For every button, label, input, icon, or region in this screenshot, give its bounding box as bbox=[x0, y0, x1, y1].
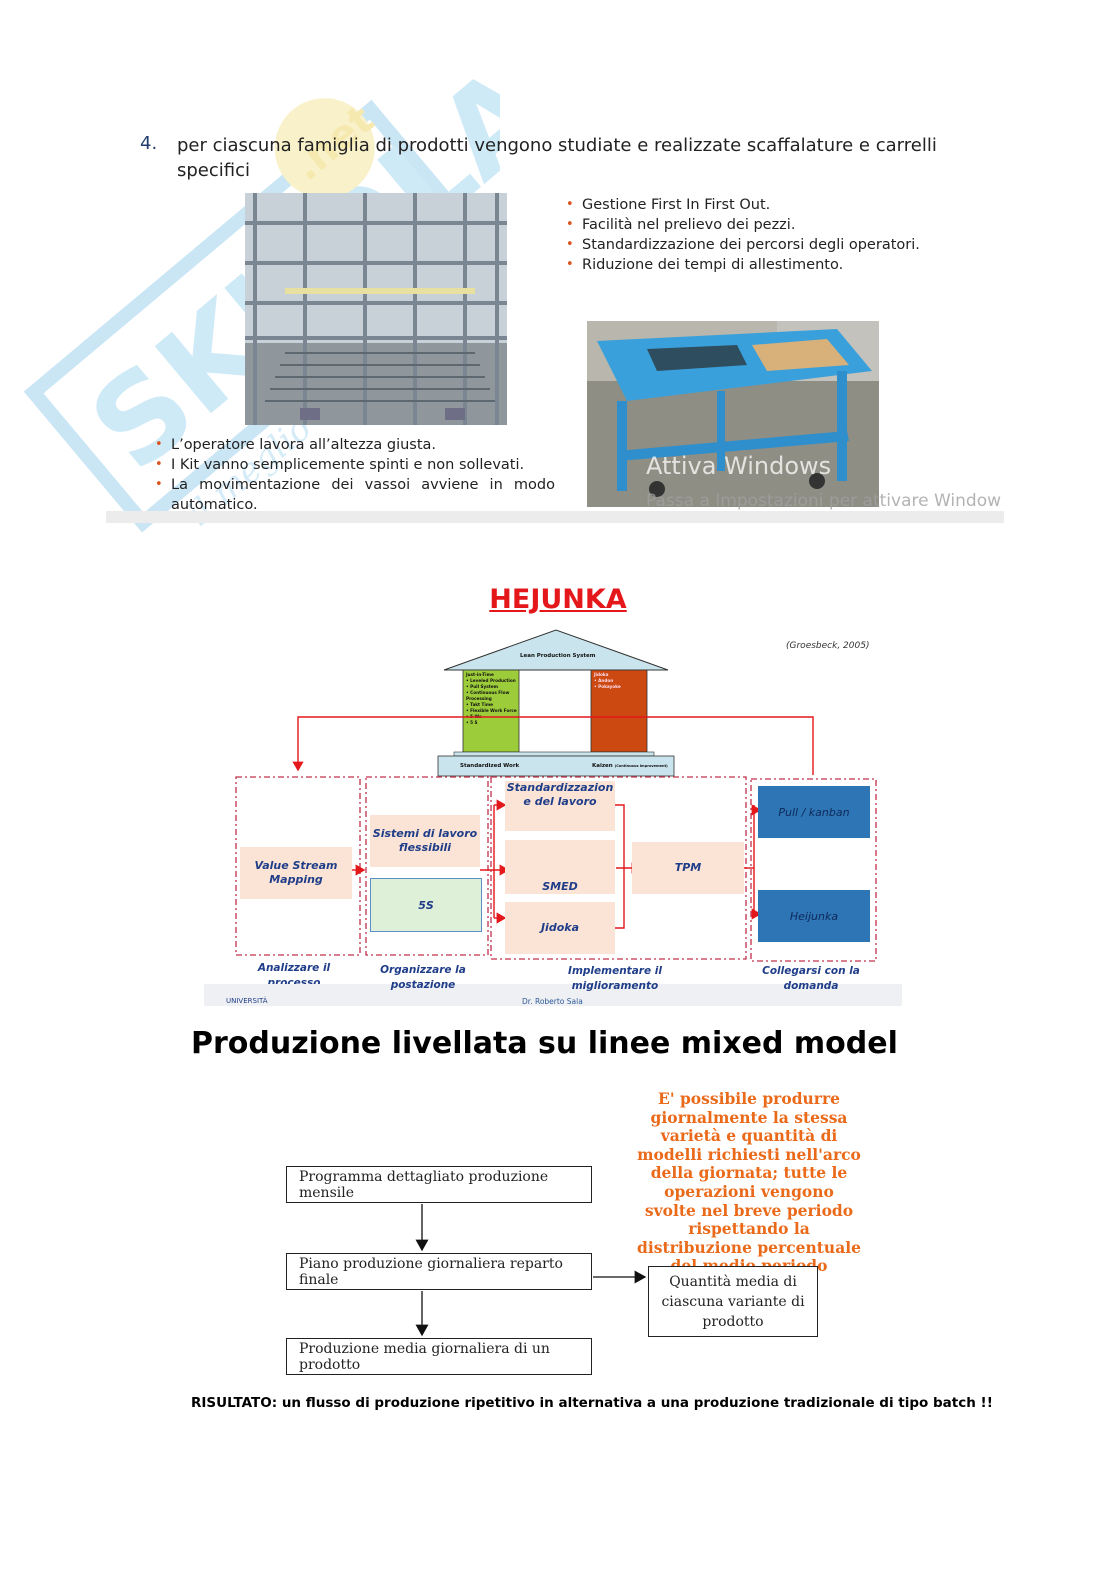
phase-collegarsi: Collegarsi con la domanda bbox=[758, 964, 864, 994]
pull-kanban-box: Pull / kanban bbox=[758, 786, 870, 838]
university-logo-text: UNIVERSITÀ bbox=[226, 997, 268, 1005]
phase-implementare: Implementare il miglioramento bbox=[548, 964, 682, 994]
standardizzazione-box: Standardizzazion e del lavoro bbox=[505, 781, 615, 831]
jidoka-box: Jidoka bbox=[505, 902, 615, 954]
footer-author: Dr. Roberto Sala bbox=[522, 997, 583, 1006]
phase-organizzare: Organizzare la postazione bbox=[370, 963, 476, 993]
five-s-box: 5S bbox=[370, 878, 482, 932]
smed-box: SMED bbox=[505, 840, 615, 894]
flow-arrows bbox=[0, 1150, 1116, 1390]
tpm-box: TPM bbox=[632, 842, 744, 894]
sistemi-lavoro-box: Sistemi di lavoro flessibili bbox=[370, 815, 480, 867]
mixed-model-title: Produzione livellata su linee mixed mode… bbox=[191, 1026, 898, 1061]
value-stream-mapping-box: Value Stream Mapping bbox=[240, 847, 352, 899]
heijunka-box: Heijunka bbox=[758, 890, 870, 942]
result-statement: RISULTATO: un flusso di produzione ripet… bbox=[191, 1395, 993, 1411]
